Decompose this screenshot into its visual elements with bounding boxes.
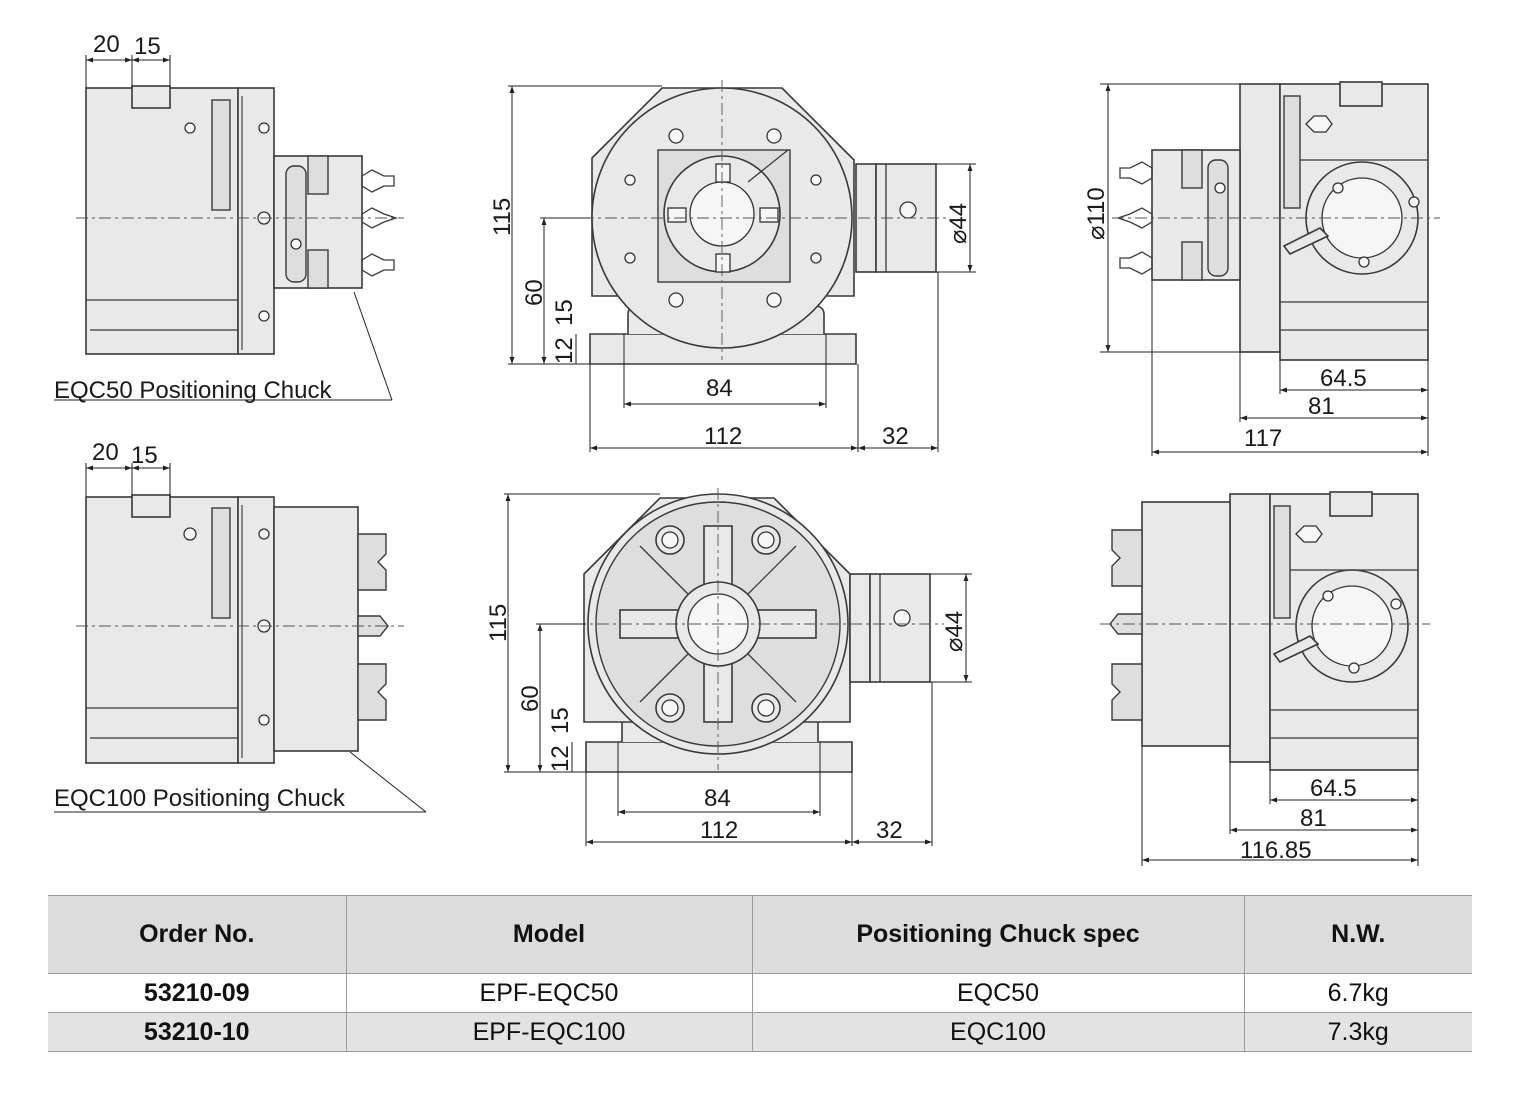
cell-model: EPF-EQC50 (345, 973, 753, 1013)
cell-order-no: 53210-09 (48, 973, 347, 1013)
dim-117: 117 (1244, 425, 1282, 452)
dim-15: 15 (547, 707, 574, 734)
dim-81: 81 (1300, 805, 1327, 832)
header-model: Model (345, 895, 753, 974)
table-header-row: Order No. Model Positioning Chuck spec N… (48, 895, 1472, 974)
side-view-eqc100: 20 15 EQC100 Positioning Chuck (54, 439, 427, 813)
dim-64-5: 64.5 (1320, 365, 1367, 392)
dim-20: 20 (93, 31, 120, 58)
dim-15: 15 (134, 33, 161, 60)
dim-116-85: 116.85 (1240, 837, 1312, 864)
cell-net-weight: 6.7kg (1243, 973, 1472, 1013)
dim-64-5: 64.5 (1310, 775, 1357, 802)
cell-chuck-spec: EQC50 (751, 973, 1245, 1013)
header-chuck-spec: Positioning Chuck spec (751, 895, 1245, 974)
dim-15: 15 (551, 299, 578, 326)
dim-20: 20 (92, 439, 119, 466)
dim-60: 60 (521, 279, 548, 306)
dim-d44: ⌀44 (941, 611, 968, 652)
table-row: 53210-10 EPF-EQC100 EQC100 7.3kg (48, 1012, 1472, 1052)
dim-115: 115 (489, 198, 516, 236)
dim-112: 112 (704, 423, 742, 450)
cell-chuck-spec: EQC100 (751, 1012, 1245, 1052)
cell-net-weight: 7.3kg (1243, 1012, 1472, 1052)
caption-eqc100: EQC100 Positioning Chuck (54, 785, 346, 812)
header-order-no: Order No. (48, 895, 347, 974)
cell-order-no: 53210-10 (48, 1012, 347, 1052)
dim-d110: ⌀110 (1083, 187, 1110, 240)
header-net-weight: N.W. (1243, 895, 1472, 974)
front-view-eqc100: 115 60 12 15 84 112 32 ⌀44 (485, 488, 972, 846)
dim-81: 81 (1308, 393, 1335, 420)
dim-112: 112 (700, 817, 738, 844)
rear-view-eqc100: 64.5 81 116.85 (1100, 491, 1430, 866)
dim-60: 60 (517, 685, 544, 712)
dim-115: 115 (485, 604, 512, 642)
table-row: 53210-09 EPF-EQC50 EQC50 6.7kg (48, 973, 1472, 1013)
technical-drawing: 20 15 EQC50 Positioning Chuck 20 15 EQC (54, 31, 1440, 866)
cell-model: EPF-EQC100 (345, 1012, 753, 1052)
dim-84: 84 (706, 375, 733, 402)
dim-d44: ⌀44 (945, 203, 972, 244)
dim-15: 15 (131, 442, 158, 469)
dim-84: 84 (704, 785, 731, 812)
dim-32: 32 (876, 817, 903, 844)
side-view-eqc50: 20 15 EQC50 Positioning Chuck (54, 31, 404, 404)
caption-eqc50: EQC50 Positioning Chuck (54, 377, 332, 404)
dim-12: 12 (551, 337, 578, 364)
spec-table: Order No. Model Positioning Chuck spec N… (48, 895, 1472, 1052)
dim-32: 32 (882, 423, 909, 450)
rear-view-eqc50: ⌀110 64.5 81 117 (1083, 81, 1440, 456)
dim-12: 12 (547, 745, 574, 772)
front-view-eqc50: 115 60 12 15 84 112 32 ⌀44 (489, 80, 976, 452)
